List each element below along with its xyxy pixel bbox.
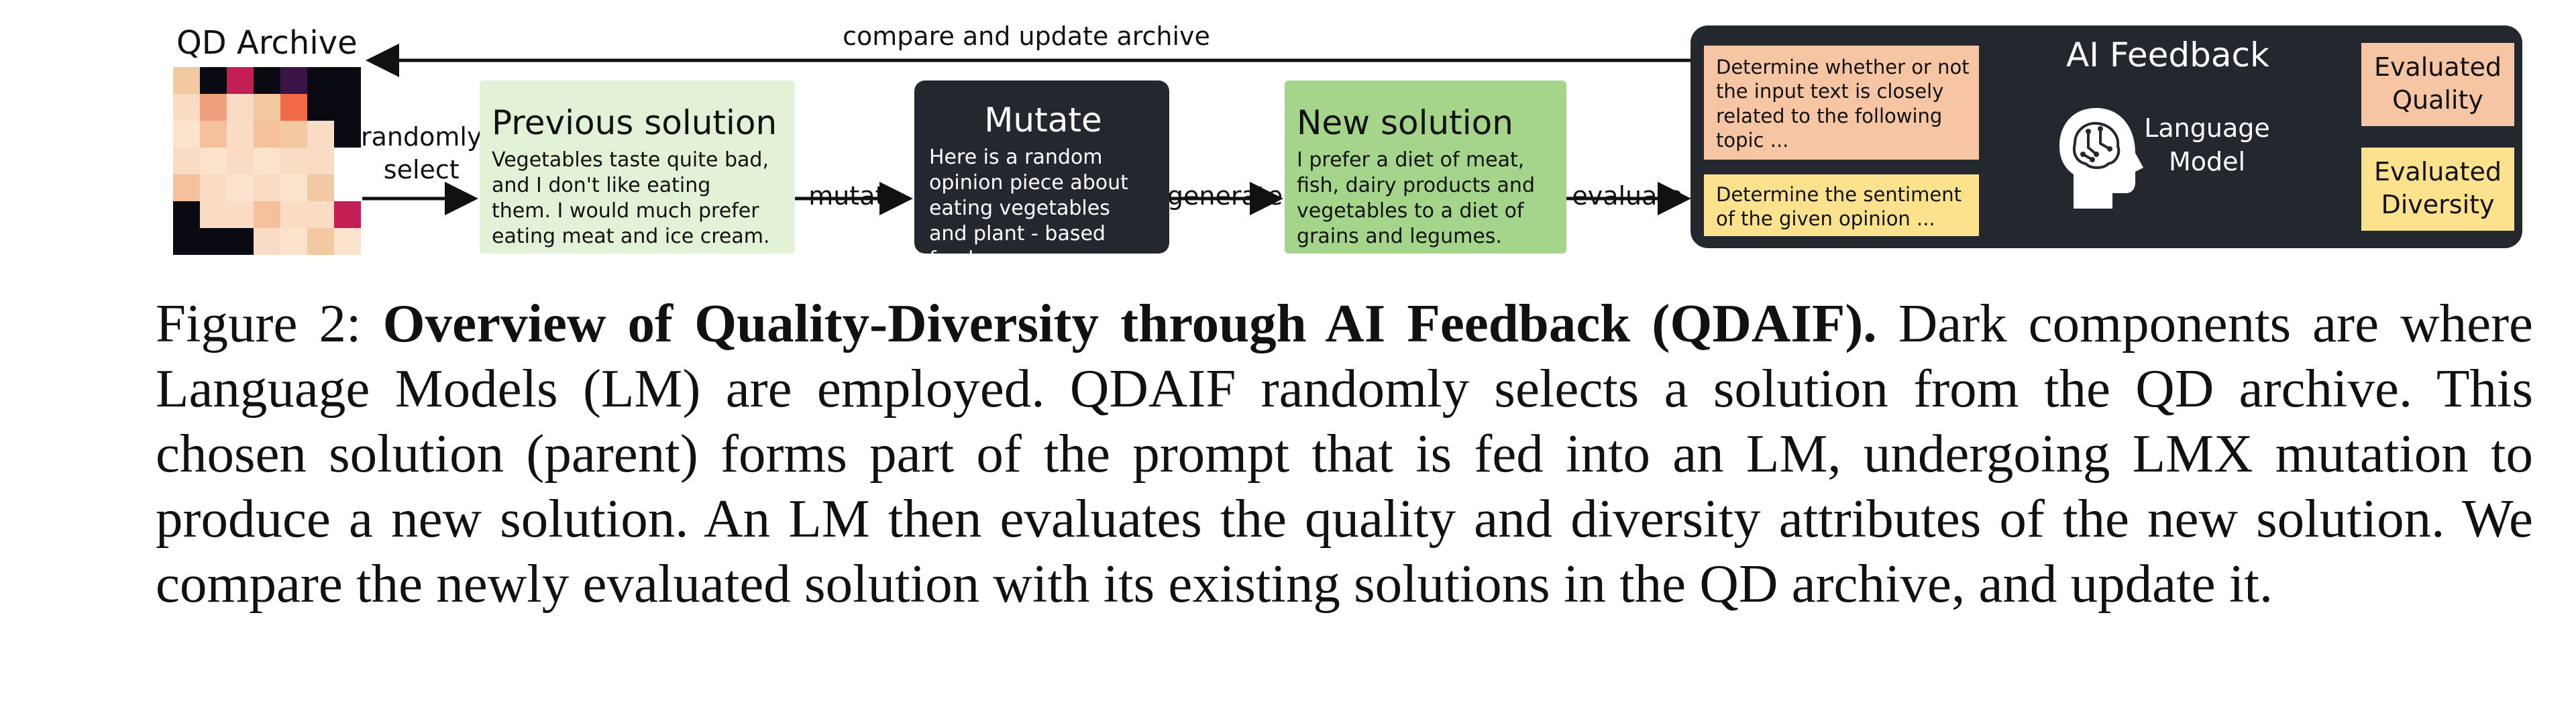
archive-cell	[200, 121, 227, 148]
archive-cell	[173, 148, 200, 174]
archive-cell	[254, 174, 280, 201]
archive-cell	[254, 201, 280, 228]
caption-prefix: Figure 2:	[156, 293, 383, 353]
archive-cell	[307, 201, 334, 228]
previous-solution-box: Previous solution Vegetables taste quite…	[480, 80, 795, 254]
archive-cell	[334, 201, 361, 228]
archive-cell	[227, 228, 254, 255]
archive-cell	[280, 121, 307, 148]
mutate-text: Here is a random opinion piece about eat…	[929, 146, 1128, 272]
mutate-edge-label: mutate	[808, 181, 901, 211]
caption-body: Dark components are where Language Model…	[156, 293, 2534, 614]
archive-heatmap	[173, 67, 361, 255]
diversity-prompt: Determine the sentiment of the given opi…	[1704, 174, 1979, 236]
archive-cell	[334, 148, 361, 174]
lm-label-line2: Model	[2168, 147, 2246, 177]
archive-cell	[307, 94, 334, 121]
archive-cell	[200, 148, 227, 174]
evaluated-quality-box: Evaluated Quality	[2361, 43, 2514, 126]
archive-cell	[280, 67, 307, 94]
evaluated-quality-line1: Evaluated	[2373, 52, 2502, 82]
archive-cell	[254, 121, 280, 148]
archive-cell	[334, 174, 361, 201]
evaluated-diversity-line2: Diversity	[2381, 190, 2495, 220]
generate-edge-label: generate	[1167, 181, 1283, 211]
archive-cell	[254, 228, 280, 255]
archive-cell	[280, 174, 307, 201]
archive-cell	[280, 148, 307, 174]
archive-cell	[173, 174, 200, 201]
new-solution-text: I prefer a diet of meat, fish, dairy pro…	[1297, 148, 1535, 249]
archive-cell	[334, 94, 361, 121]
evaluated-diversity-line1: Evaluated	[2373, 157, 2502, 186]
evaluated-quality-line2: Quality	[2392, 85, 2483, 115]
archive-cell	[173, 94, 200, 121]
figure-caption: Figure 2: Overview of Quality-Diversity …	[156, 291, 2533, 616]
archive-cell	[334, 228, 361, 255]
archive-cell	[173, 121, 200, 148]
mutate-title: Mutate	[984, 101, 1102, 140]
archive-cell	[307, 67, 334, 94]
evaluate-edge-label: evaluate	[1572, 181, 1683, 211]
archive-cell	[227, 94, 254, 121]
archive-title: QD Archive	[176, 24, 358, 62]
archive-cell	[200, 94, 227, 121]
archive-cell	[307, 148, 334, 174]
caption-bold-title: Overview of Quality-Diversity through AI…	[382, 293, 1877, 353]
evaluated-diversity-box: Evaluated Diversity	[2361, 148, 2514, 231]
archive-cell	[254, 94, 280, 121]
archive-cell	[173, 201, 200, 228]
archive-cell	[200, 174, 227, 201]
archive-cell	[307, 174, 334, 201]
new-solution-box: New solution I prefer a diet of meat, fi…	[1285, 80, 1566, 254]
archive-cell	[227, 121, 254, 148]
archive-cell	[307, 121, 334, 148]
archive-cell	[280, 94, 307, 121]
ai-feedback-title: AI Feedback	[2066, 36, 2269, 74]
select-label-line2: select	[383, 155, 460, 185]
archive-cell	[173, 67, 200, 94]
archive-cell	[227, 148, 254, 174]
archive-cell	[254, 67, 280, 94]
human-head-brain-icon	[2059, 108, 2143, 209]
select-label-line1: randomly	[361, 122, 482, 152]
language-model-label: Language Model	[2133, 111, 2281, 178]
select-label: randomly select	[361, 121, 482, 187]
ai-feedback-box: AI Feedback Determine whether or not the…	[1690, 25, 2522, 248]
archive-cell	[280, 201, 307, 228]
previous-solution-title: Previous solution	[492, 103, 777, 142]
archive-cell	[334, 67, 361, 94]
archive-cell	[227, 67, 254, 94]
archive-cell	[173, 228, 200, 255]
archive-cell	[254, 148, 280, 174]
archive-cell	[280, 228, 307, 255]
quality-prompt: Determine whether or not the input text …	[1704, 46, 1979, 160]
new-solution-title: New solution	[1297, 103, 1513, 142]
archive-cell	[200, 67, 227, 94]
lm-label-line1: Language	[2144, 113, 2270, 143]
archive-cell	[200, 228, 227, 255]
archive-cell	[227, 201, 254, 228]
compare-update-label: compare and update archive	[843, 21, 1210, 51]
previous-solution-text: Vegetables taste quite bad, and I don't …	[492, 148, 770, 249]
archive-cell	[200, 201, 227, 228]
qdaif-figure: QD Archive randomly select mutate genera…	[0, 0, 2576, 282]
archive-cell	[227, 174, 254, 201]
archive-cell	[307, 228, 334, 255]
mutate-box: Mutate Here is a random opinion piece ab…	[914, 80, 1169, 271]
archive-cell	[334, 121, 361, 148]
